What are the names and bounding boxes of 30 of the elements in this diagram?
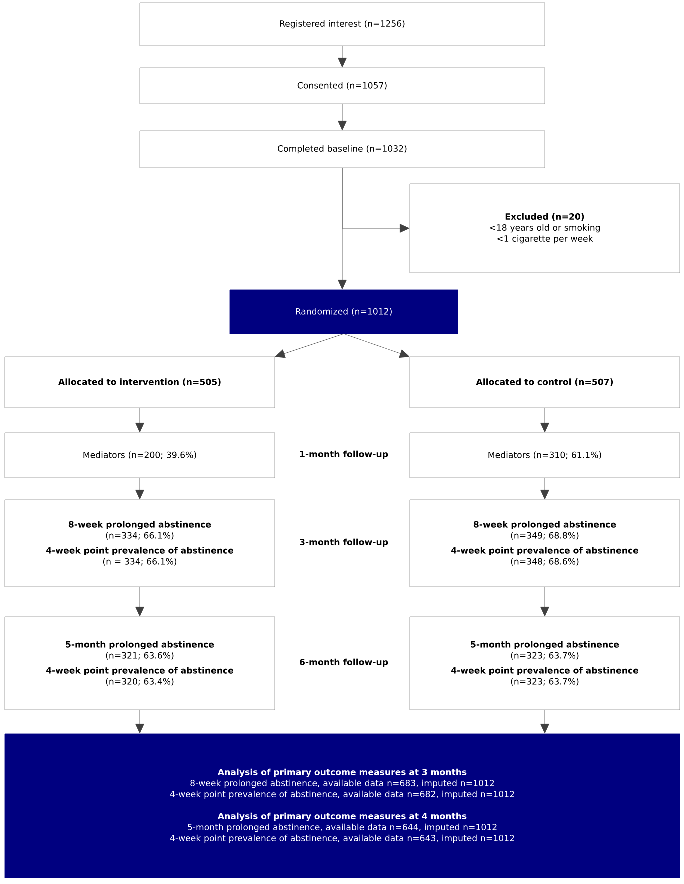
process-box: 8-week prolonged abstinence (n=349; 68.8%) 4-week point prevalence of abstinence (n=348; 68.6%) bbox=[410, 500, 680, 588]
arrow bbox=[338, 104, 347, 131]
highlighted-box: Randomized (n=1012) bbox=[230, 290, 458, 334]
arrow bbox=[136, 586, 144, 617]
process-box: Excluded (n=20) <18 years old or smoking <1 cigarette per week bbox=[410, 184, 680, 274]
process-box: 5-month prolonged abstinence (n=321; 63.6%) 4-week point prevalence of abstinence (n=320; 63.4%) bbox=[4, 616, 276, 710]
stage-label: 3-month follow-up bbox=[300, 538, 388, 548]
arrow bbox=[338, 46, 347, 68]
process-box: 8-week prolonged abstinence (n=334; 66.1%) 4-week point prevalence of abstinence (n = 334; 66.1%) bbox=[4, 500, 276, 588]
stage-label: 1-month follow-up bbox=[300, 450, 388, 460]
stage-label: 6-month follow-up bbox=[300, 658, 388, 668]
arrow bbox=[342, 168, 410, 233]
arrow bbox=[275, 334, 344, 358]
arrow bbox=[136, 408, 144, 433]
arrow bbox=[540, 408, 550, 433]
highlighted-box: Analysis of primary outcome measures at 3 months 8-week prolonged abstinence, available data n=683, imputed n=1012 4-week point prevalence of abstinence, available data n=682, imputed n=1012 Analysis of primary outcome measures at 4 months 5-month prolonged abstinence, available data n=644, imputed n=1012 4-week point prevalence of abstinence, available data n=643, imputed n=1012 bbox=[4, 734, 680, 878]
arrow bbox=[540, 710, 550, 734]
process-box: Mediators (n=310; 61.1%) bbox=[410, 432, 680, 478]
arrow bbox=[136, 710, 144, 734]
process-box: Allocated to intervention (n=505) bbox=[4, 356, 276, 408]
arrow bbox=[540, 586, 550, 617]
process-box: 5-month prolonged abstinence (n=323; 63.7%) 4-week point prevalence of abstinence (n=323; 63.7%) bbox=[410, 616, 680, 710]
process-box: Allocated to control (n=507) bbox=[410, 356, 680, 408]
process-box: Mediators (n=200; 39.6%) bbox=[4, 432, 276, 478]
process-box: Consented (n=1057) bbox=[140, 68, 546, 104]
arrow bbox=[344, 334, 410, 358]
process-box: Registered interest (n=1256) bbox=[140, 2, 546, 46]
arrow bbox=[540, 478, 550, 500]
process-box: Completed baseline (n=1032) bbox=[140, 130, 546, 168]
arrow bbox=[136, 478, 144, 500]
